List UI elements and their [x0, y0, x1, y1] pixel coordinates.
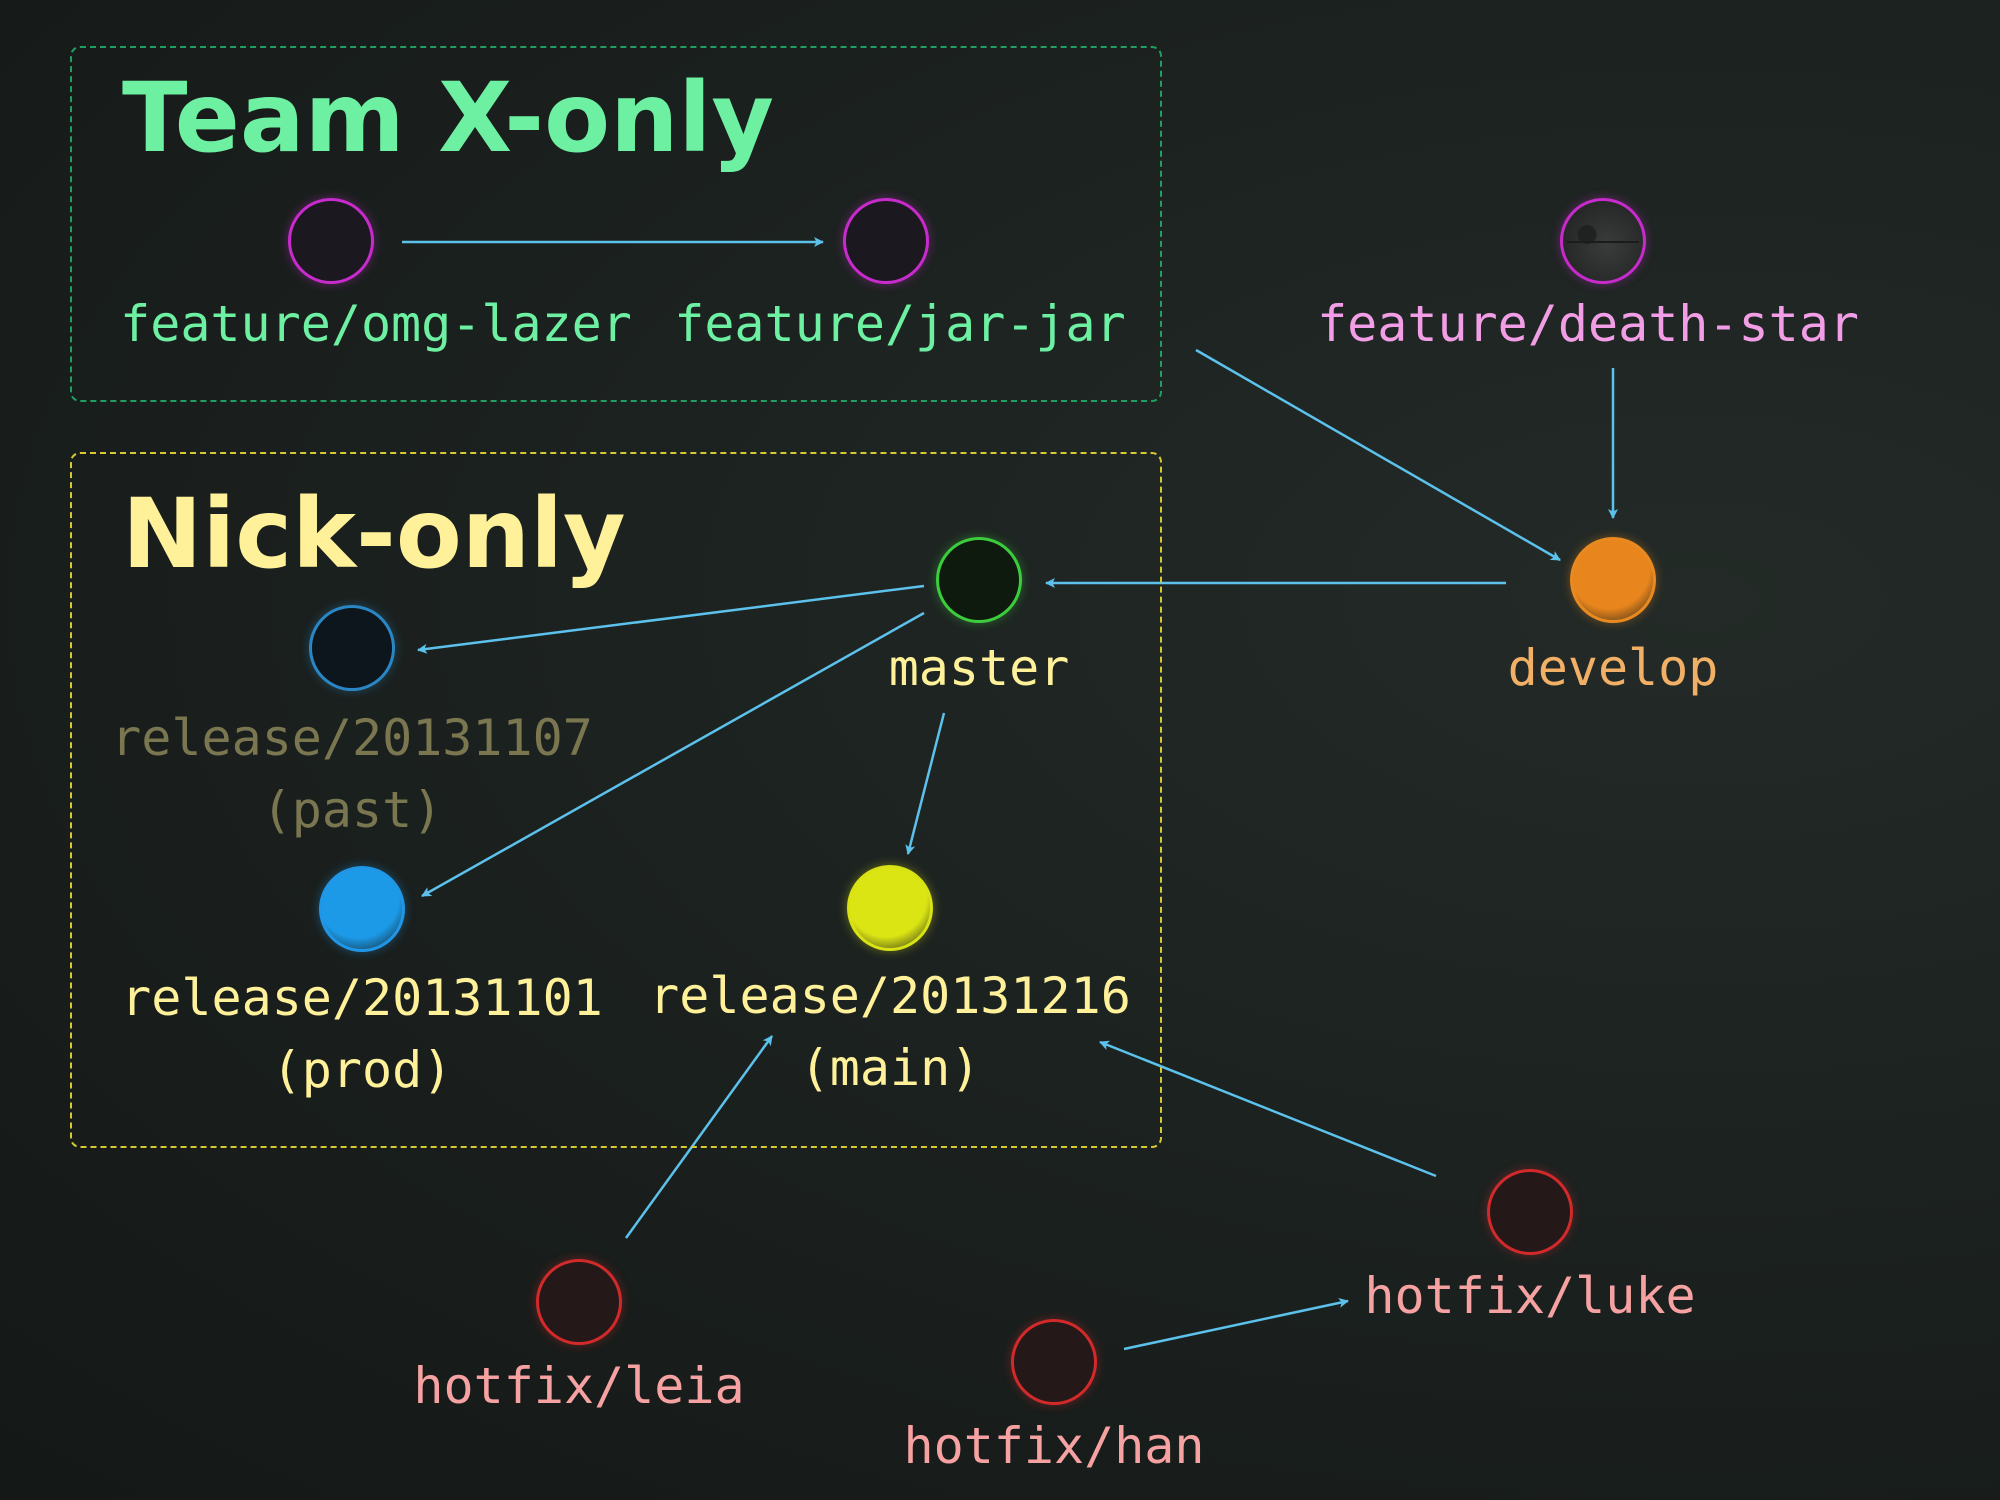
hotfix-han-node[interactable] — [1011, 1319, 1097, 1405]
feature-omg-lazer-node[interactable] — [288, 198, 374, 284]
feature-jar-jar-label: feature/jar-jar — [674, 295, 1126, 353]
release-20131107-status: (past) — [261, 781, 443, 839]
develop-node[interactable] — [1570, 537, 1656, 623]
edge-hotfix-han-to-hotfix-luke — [1123, 1297, 1349, 1351]
feature-omg-lazer-label: feature/omg-lazer — [120, 295, 632, 353]
death-star-node[interactable] — [1560, 198, 1646, 284]
edge-hotfix-luke-to-release-20131216 — [1099, 1040, 1437, 1178]
feature-death-star-label: feature/death-star — [1317, 295, 1859, 353]
hotfix-luke-node[interactable] — [1487, 1169, 1573, 1255]
release-20131107-label: release/20131107 — [111, 709, 593, 767]
release-20131216-status: (main) — [799, 1039, 981, 1097]
death-star-icon — [1567, 241, 1639, 243]
hotfix-leia-label: hotfix/leia — [413, 1357, 745, 1415]
release-20131101-status: (prod) — [271, 1041, 453, 1099]
release-20131107-node[interactable] — [309, 605, 395, 691]
master-node[interactable] — [936, 537, 1022, 623]
edge-master-to-release-20131101 — [421, 611, 925, 898]
release-20131216-node[interactable] — [847, 865, 933, 951]
edge-master-to-release-20131216 — [905, 712, 946, 855]
master-label: master — [888, 639, 1070, 697]
release-20131101-node[interactable] — [319, 866, 405, 952]
edge-master-to-release-20131107 — [417, 584, 925, 654]
develop-label: develop — [1507, 639, 1719, 697]
nick-group-title: Nick-only — [122, 478, 626, 590]
feature-jar-jar-node[interactable] — [843, 198, 929, 284]
hotfix-leia-node[interactable] — [536, 1259, 622, 1345]
release-20131101-label: release/20131101 — [121, 969, 603, 1027]
hotfix-luke-label: hotfix/luke — [1364, 1267, 1696, 1325]
hotfix-han-label: hotfix/han — [903, 1417, 1205, 1475]
nick-group-box — [70, 452, 1162, 1148]
edge-hotfix-leia-to-release-20131216 — [624, 1035, 774, 1239]
team-x-group-box — [70, 46, 1162, 402]
release-20131216-label: release/20131216 — [649, 967, 1131, 1025]
team-x-group-title: Team X-only — [122, 62, 774, 174]
edge-feature-jar-jar-to-develop — [1195, 348, 1561, 562]
